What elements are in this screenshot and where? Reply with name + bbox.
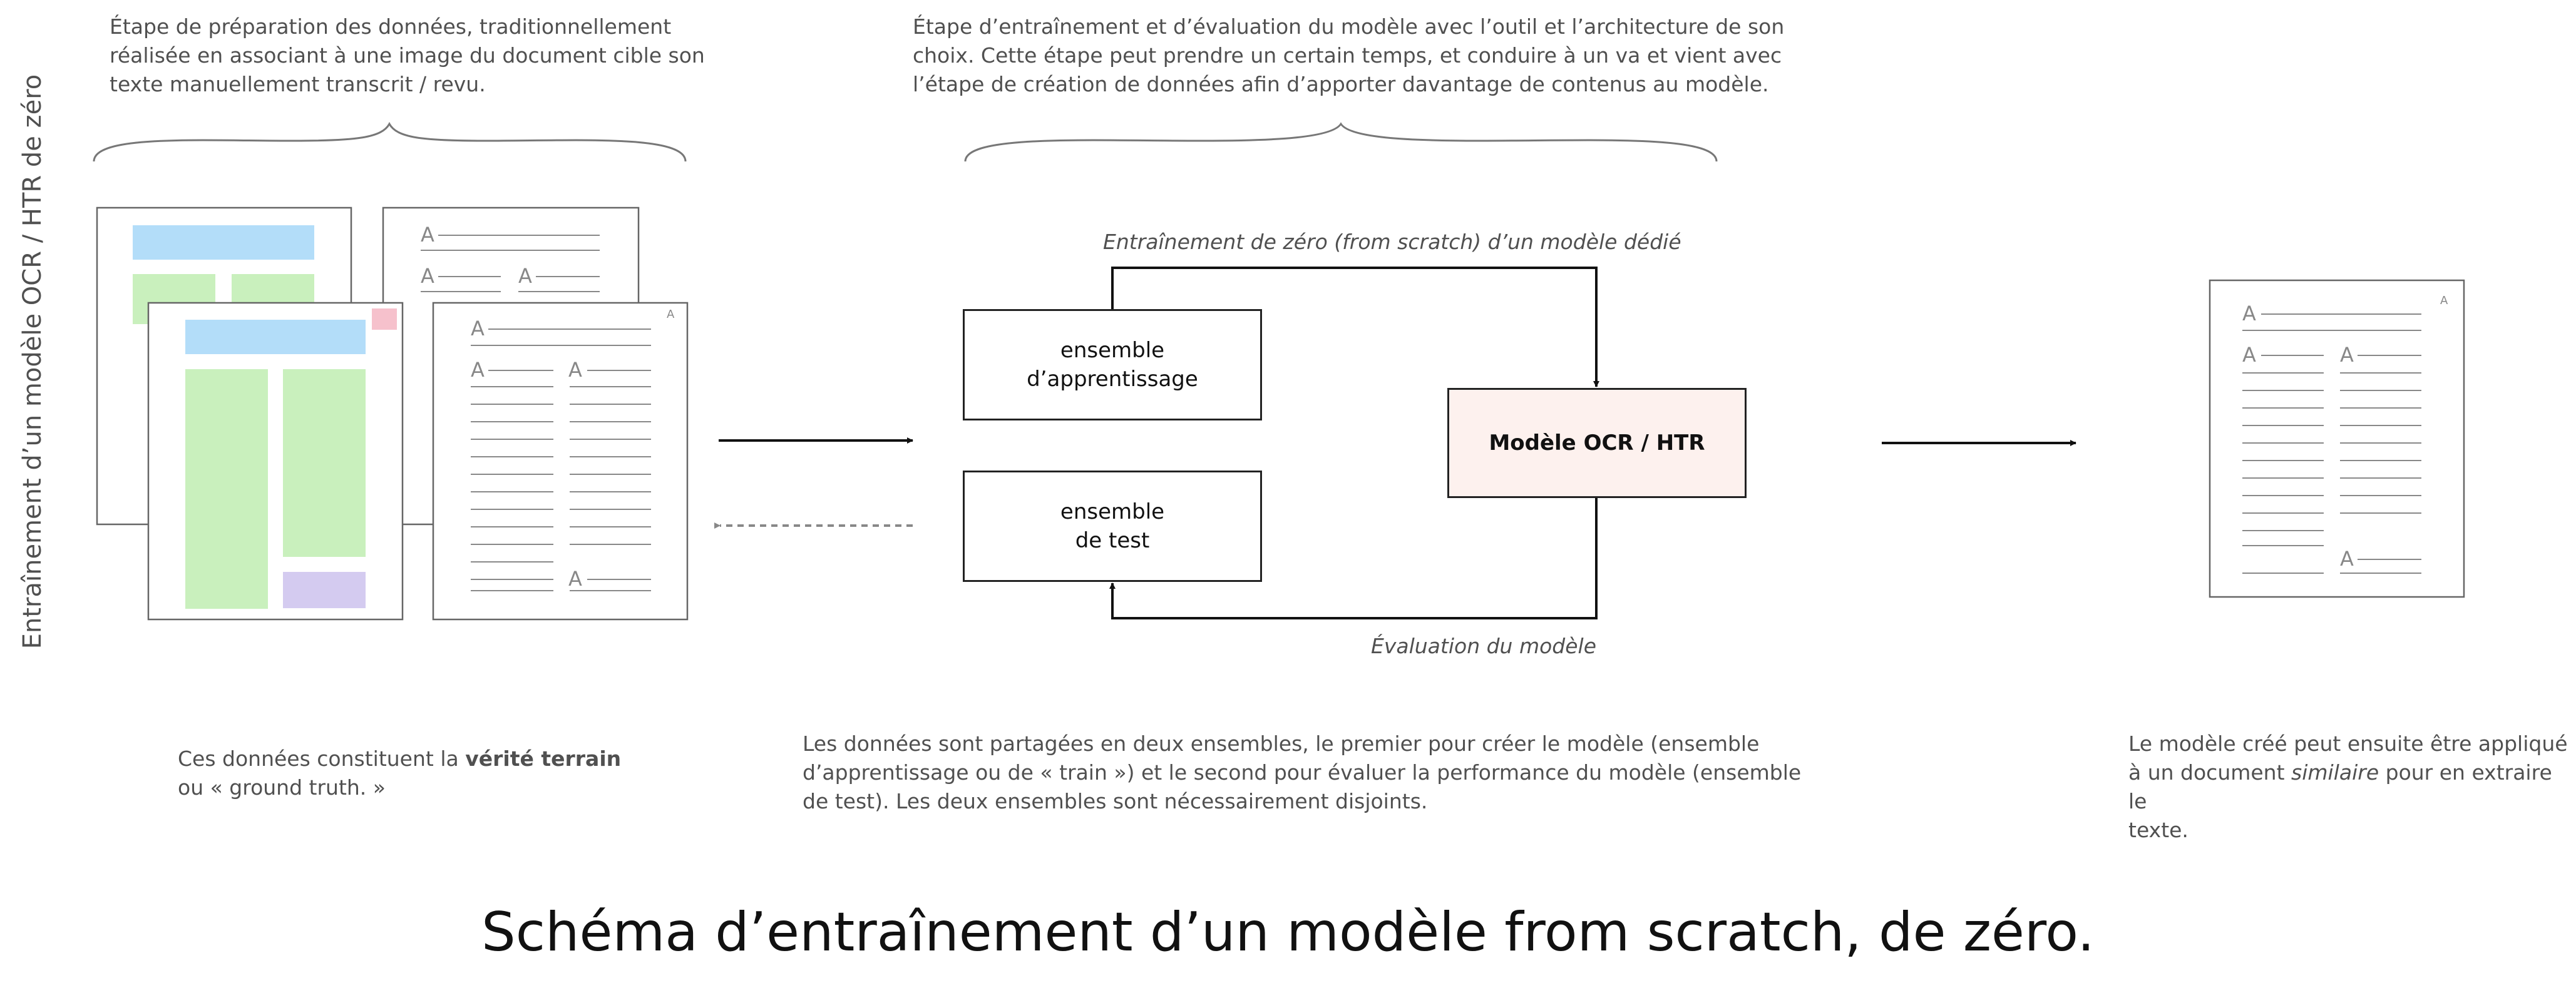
text-page-front (432, 302, 689, 621)
eval-arrow-label: Évaluation du modèle (1371, 634, 1597, 658)
glyph-a-small: A (667, 308, 675, 321)
application-note: Le modèle créé peut ensuite être appliqu… (2128, 731, 2568, 842)
training-arrow (1111, 267, 1599, 387)
glyph-a: A (568, 567, 582, 591)
training-description: Étape d’entraînement et d’évaluation du … (913, 14, 1785, 96)
figure-caption: Schéma d’entraînement d’un modèle from s… (481, 901, 2095, 964)
glyph-a: A (2340, 547, 2354, 571)
zone-blue (133, 225, 314, 260)
glyph-a: A (421, 264, 434, 288)
ocr-htr-model-box: Modèle OCR / HTR (1447, 388, 1747, 498)
zone-purple (283, 572, 366, 608)
brace-center (964, 122, 1718, 162)
zone-green (283, 369, 366, 557)
text-lines (2242, 313, 2421, 574)
glyph-a: A (518, 264, 532, 288)
glyph-a: A (471, 317, 485, 340)
ground-truth-note: Ces données constituent la vérité terrai… (178, 746, 622, 800)
glyph-a: A (2242, 343, 2256, 367)
output-page (2209, 279, 2465, 598)
zone-blue (185, 320, 366, 354)
brace-left (93, 121, 687, 162)
evaluation-arrow (1109, 498, 1598, 619)
glyph-a: A (568, 358, 582, 382)
text-lines (471, 328, 651, 591)
text-lines (421, 235, 600, 292)
glyph-a-small: A (2440, 294, 2448, 307)
data-prep-description: Étape de préparation des données, tradit… (110, 14, 705, 96)
glyph-a: A (2242, 302, 2256, 325)
zone-pink (372, 308, 397, 330)
glyph-a: A (2340, 343, 2354, 367)
split-description: Les données sont partagées en deux ensem… (803, 731, 1802, 813)
glyph-a: A (471, 358, 485, 382)
zone-green (185, 369, 268, 609)
train-arrow-label: Entraînement de zéro (from scratch) d’un… (1103, 230, 1681, 254)
glyph-a: A (421, 223, 434, 247)
